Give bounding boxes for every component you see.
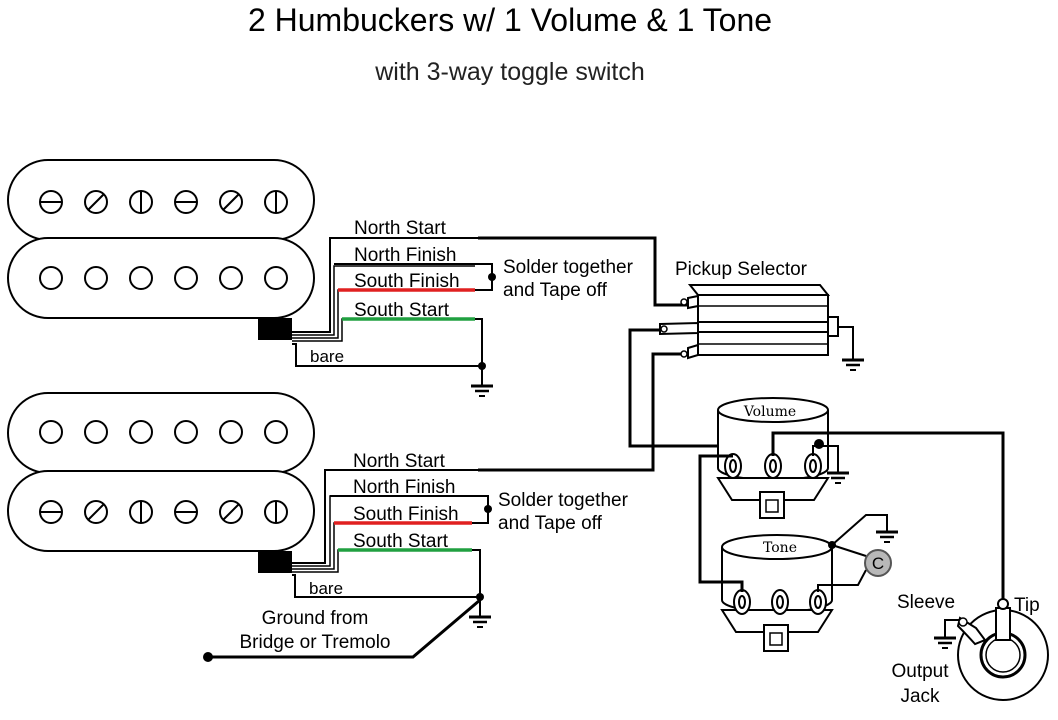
bridge-cable-clamp — [258, 551, 292, 573]
tone-label: Tone — [763, 540, 797, 556]
bridge-north-finish-label: North Finish — [353, 477, 455, 498]
neck-north-start-label: North Start — [354, 218, 447, 239]
capacitor-label: C — [872, 554, 884, 573]
jack-tip-label: Tip — [1014, 595, 1040, 616]
neck-humbucker — [7, 159, 315, 340]
volume-label: Volume — [743, 404, 796, 420]
page-title: 2 Humbuckers w/ 1 Volume & 1 Tone — [248, 2, 772, 38]
page-subtitle: with 3-way toggle switch — [374, 58, 645, 86]
ground-note-line2: Bridge or Tremolo — [239, 632, 390, 653]
jack-label-line2: Jack — [900, 686, 940, 707]
neck-bare-label: bare — [310, 347, 344, 366]
neck-south-start-label: South Start — [354, 300, 450, 321]
neck-solder-note-line2: and Tape off — [503, 280, 608, 301]
neck-south-finish-label: South Finish — [354, 271, 460, 292]
bridge-south-start-label: South Start — [353, 531, 449, 552]
bridge-solder-note-line1: Solder together — [498, 490, 629, 511]
bridge-wires — [203, 469, 493, 662]
tone-pot — [720, 534, 834, 652]
bridge-humbucker — [7, 392, 315, 573]
neck-cable-clamp — [258, 318, 292, 340]
pickup-selector-switch — [659, 284, 866, 372]
bridge-solder-note-line2: and Tape off — [498, 513, 603, 534]
bridge-north-start-label: North Start — [353, 451, 446, 472]
pickup-selector-label: Pickup Selector — [675, 259, 808, 280]
volume-pot — [716, 397, 830, 519]
capacitor — [864, 549, 892, 577]
neck-wires — [292, 237, 496, 398]
jack-sleeve-label: Sleeve — [897, 592, 955, 613]
bridge-south-finish-label: South Finish — [353, 504, 459, 525]
control-wiring — [698, 431, 1005, 650]
neck-coil-bottom — [7, 237, 315, 319]
output-jack — [956, 598, 1049, 701]
neck-solder-note-line1: Solder together — [503, 257, 634, 278]
jack-label-line1: Output — [891, 661, 949, 682]
bridge-coil-bottom — [7, 470, 315, 552]
neck-north-finish-label: North Finish — [354, 245, 456, 266]
ground-note-line1: Ground from — [262, 608, 369, 629]
bridge-bare-label: bare — [309, 579, 343, 598]
